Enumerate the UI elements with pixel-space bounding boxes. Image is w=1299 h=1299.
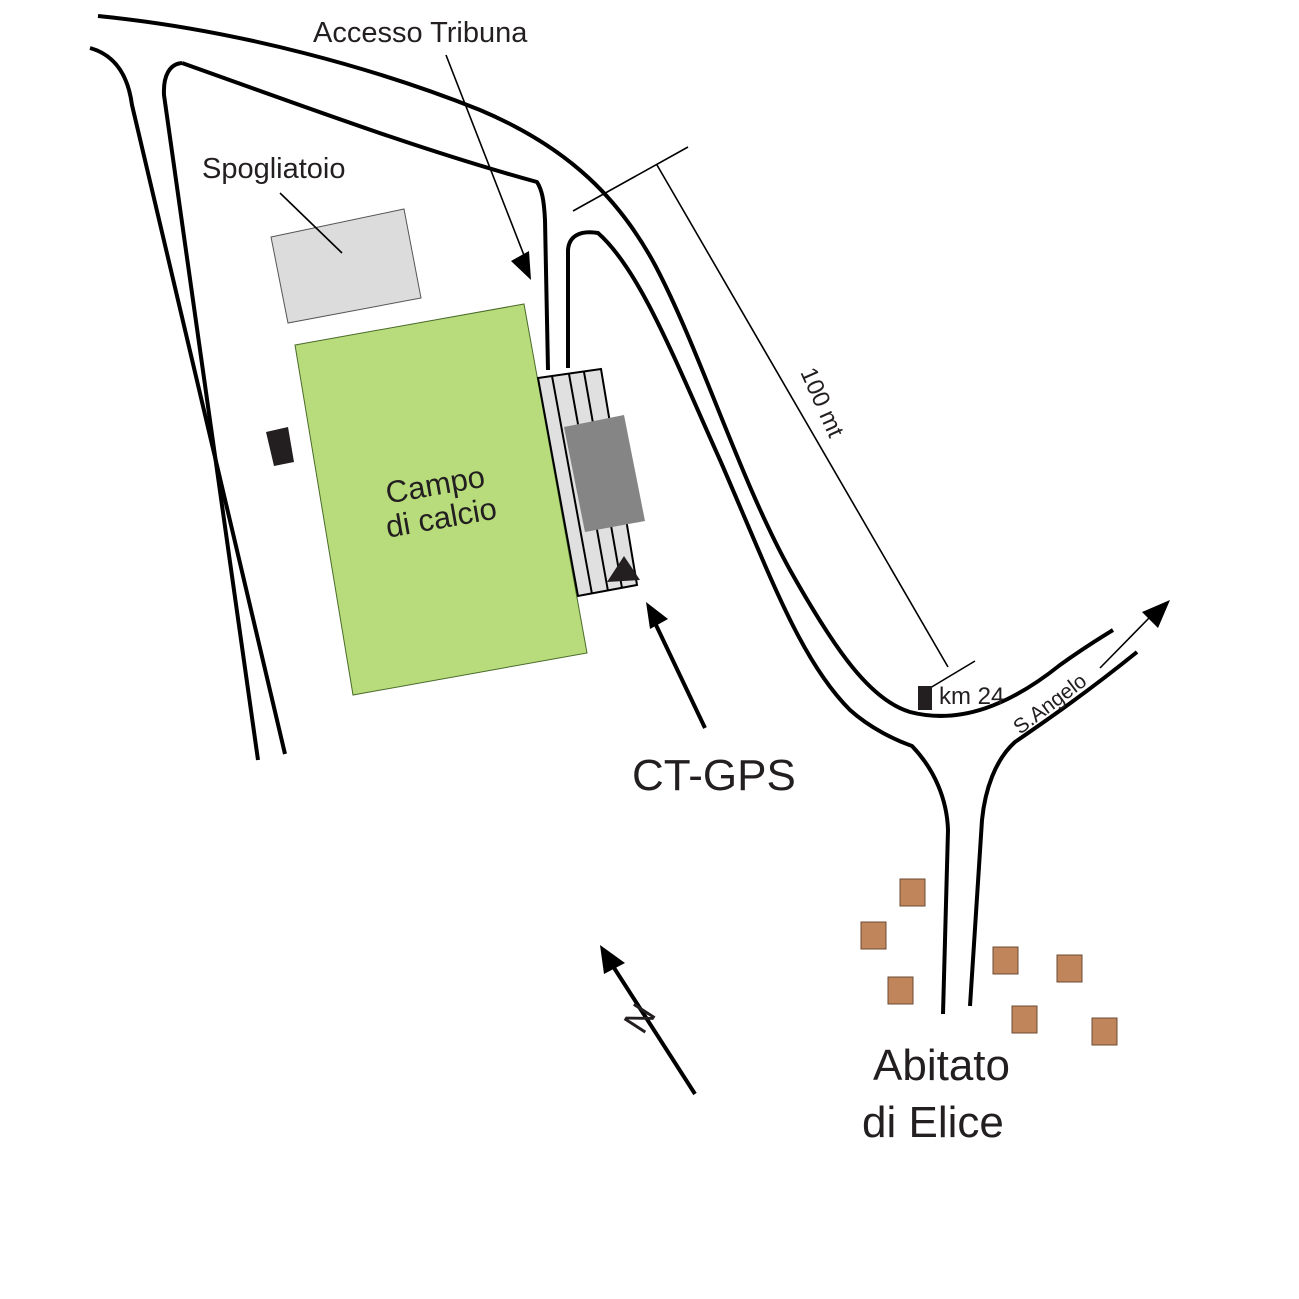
road-network xyxy=(89,14,1139,1015)
town-label-line1: Abitato xyxy=(873,1041,1010,1090)
road-outer-north-edge xyxy=(97,14,1115,718)
road-north-access-edge xyxy=(181,61,550,371)
house xyxy=(992,946,1019,975)
s-angelo-arrow-head-icon xyxy=(1142,600,1170,628)
black-marker-west xyxy=(266,427,294,466)
access-tribune: Accesso Tribuna xyxy=(313,17,531,280)
ct-gps-arrow-line xyxy=(654,624,707,729)
s-angelo-direction: S.Angelo xyxy=(1009,600,1170,739)
changing-room-leader xyxy=(279,192,343,254)
measure-tick-bottom xyxy=(929,660,976,689)
house xyxy=(899,878,926,907)
access-tribune-arrow-icon xyxy=(511,251,531,280)
access-tribune-label: Accesso Tribuna xyxy=(313,17,528,49)
s-angelo-label: S.Angelo xyxy=(1009,669,1091,739)
field-area xyxy=(294,303,588,696)
ct-gps-station: CT-GPS xyxy=(632,602,796,800)
access-tribune-leader xyxy=(445,54,528,264)
house xyxy=(1011,1005,1038,1034)
measure-line xyxy=(656,164,949,668)
km-marker-label: km 24 xyxy=(939,683,1004,710)
road-inner-loop xyxy=(566,230,950,1015)
north-arrow-head-icon xyxy=(600,945,625,974)
ct-gps-arrow-head-icon xyxy=(646,602,668,629)
football-field: Campo di calcio xyxy=(294,303,588,696)
north-arrow: N xyxy=(600,945,697,1096)
km-marker-icon xyxy=(918,686,932,710)
distance-label: 100 mt xyxy=(795,363,850,441)
ct-gps-label: CT-GPS xyxy=(632,751,796,800)
town-houses xyxy=(860,878,1118,1046)
house xyxy=(1091,1017,1118,1046)
road-inner-north-edge xyxy=(161,61,260,761)
house xyxy=(860,921,887,950)
station-triangle-icon xyxy=(607,556,640,582)
stand-roof xyxy=(564,415,645,532)
changing-room-building xyxy=(270,208,422,324)
measure-tick-top xyxy=(572,146,689,212)
road-west-outer-edge xyxy=(89,46,287,755)
changing-room-label: Spogliatoio xyxy=(202,153,346,185)
grandstand xyxy=(536,367,645,598)
s-angelo-arrow-line xyxy=(1099,616,1151,669)
house xyxy=(1056,954,1083,983)
house xyxy=(887,976,914,1005)
town-label-line2: di Elice xyxy=(862,1098,1004,1147)
north-arrow-line xyxy=(607,958,697,1096)
road-south-east-edge xyxy=(968,650,1139,1007)
changing-room: Spogliatoio xyxy=(202,153,422,324)
